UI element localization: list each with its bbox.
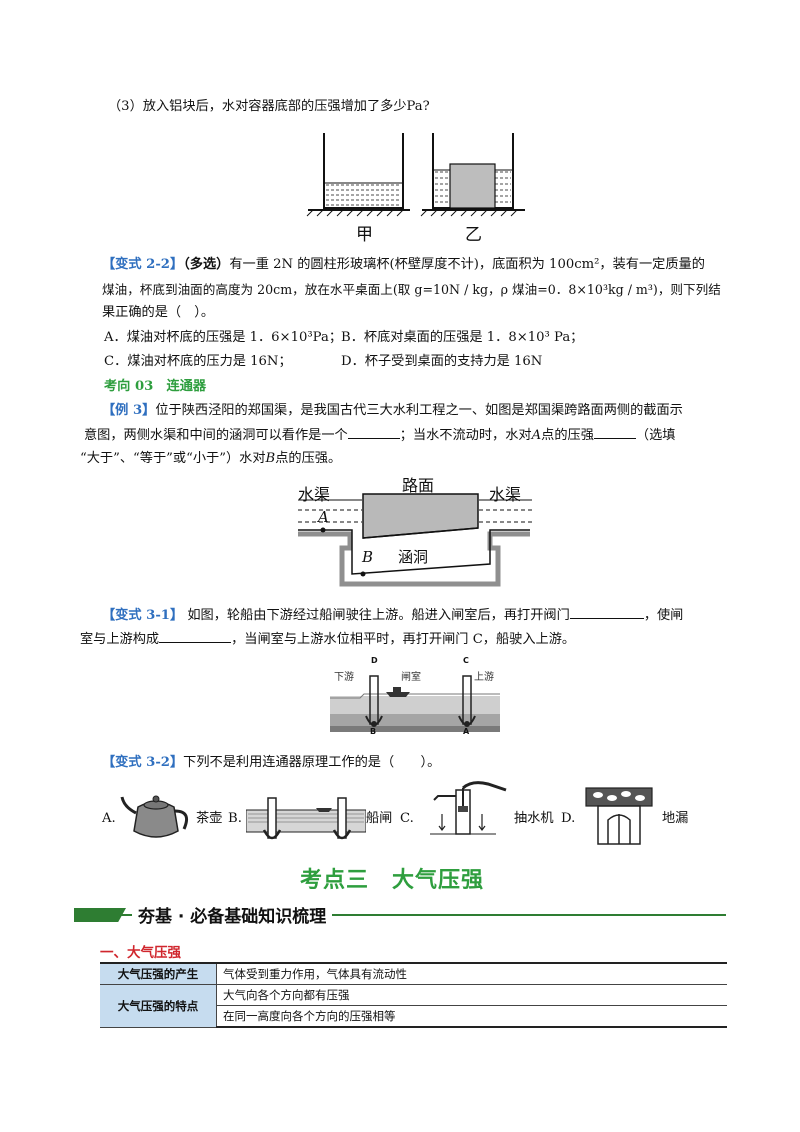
example-tag: 【例 3】 — [102, 403, 156, 418]
table-cell: 在同一高度向各个方向的压强相等 — [216, 1005, 727, 1028]
section-banner: 夯基 · 必备基础知识梳理 — [74, 902, 726, 928]
point-b-ref: B — [265, 451, 276, 466]
subsection-title: 一、大气压强 — [100, 945, 181, 961]
option-b: B．杯底对桌面的压强是 1．8×10³ Pa； — [341, 330, 584, 345]
option-c: C．煤油对杯底的压力是 16N； — [104, 354, 292, 369]
example-3-line3: “大于”、“等于”或“小于”）水对B点的压强。 — [80, 450, 341, 468]
table-cell: 气体受到重力作用，气体具有流动性 — [216, 962, 727, 985]
label-chamber: 闸室 — [401, 672, 421, 683]
direction-code: 考向 03 — [104, 379, 154, 394]
option-a-name: 茶壶 — [196, 811, 223, 826]
variant-3-2-line: 【变式 3-2】下列不是利用连通器原理工作的是（ ）。 — [102, 754, 440, 772]
knowledge-table: 大气压强的产生 气体受到重力作用，气体具有流动性 大气压强的特点 大气向各个方向… — [100, 962, 727, 1028]
label-road: 路面 — [402, 476, 435, 495]
point-a — [320, 527, 326, 533]
label-gate-d: D — [371, 656, 378, 665]
banner-rule — [74, 914, 726, 916]
variant-2-2-line1: 【变式 2-2】（多选）有一重 2N 的圆柱形玻璃杯(杯壁厚度不计)，底面积为 … — [102, 256, 705, 274]
direction-name: 连通器 — [166, 379, 207, 394]
label-jia: 甲 — [356, 225, 373, 245]
option-a-letter: A. — [102, 811, 116, 826]
option-d-name: 地漏 — [662, 811, 689, 826]
table-head-cell: 大气压强的产生 — [100, 962, 217, 985]
label-downstream: 下游 — [334, 672, 354, 683]
text: 点的压强 — [541, 428, 594, 443]
option-b-name: 船闸 — [366, 811, 393, 826]
label-point-b: B — [362, 548, 374, 566]
variant-tag: 【变式 3-1】 — [102, 608, 184, 623]
text: 点的压强。 — [275, 451, 342, 466]
label-valve-a: A — [463, 727, 470, 736]
option-a: A．煤油对杯底的压强是 1．6×10³Pa； — [104, 330, 343, 345]
text: 有一重 2N 的圆柱形玻璃杯(杯壁厚度不计)，底面积为 100cm²，装有一定质… — [229, 257, 705, 272]
label-culvert: 涵洞 — [398, 548, 429, 566]
table-row: 大气压强的特点 大气向各个方向都有压强 — [100, 984, 727, 1028]
text: 室与上游构成 — [80, 632, 160, 647]
answer-blank[interactable] — [569, 606, 644, 619]
label-gate-c: C — [463, 656, 469, 665]
banner-block-icon — [74, 908, 126, 922]
text: 位于陕西泾阳的郑国渠，是我国古代三大水利工程之一、如图是郑国渠跨路面两侧的截面示 — [155, 403, 683, 418]
option-b-letter: B. — [228, 811, 242, 826]
option-d-letter: D. — [561, 811, 576, 826]
answer-blank[interactable] — [593, 426, 636, 439]
point-a-ref: A — [531, 428, 542, 443]
label-yi: 乙 — [465, 225, 482, 245]
table-row: 大气压强的产生 气体受到重力作用，气体具有流动性 — [100, 962, 727, 985]
option-c-letter: C. — [400, 811, 414, 826]
table-cell: 大气向各个方向都有压强 — [216, 984, 727, 1006]
text: ，当闸室与上游水位相平时，再打开闸门 C，船驶入上游。 — [231, 632, 576, 647]
banner-title: 夯基 · 必备基础知识梳理 — [132, 902, 333, 927]
example-3-line1: 【例 3】位于陕西泾阳的郑国渠，是我国古代三大水利工程之一、如图是郑国渠跨路面两… — [102, 402, 683, 420]
answer-blank[interactable] — [159, 630, 232, 643]
ship-lock-icon — [246, 797, 366, 840]
container-figure — [306, 133, 525, 217]
variant-3-1-line2: 室与上游构成 ，当闸室与上游水位相平时，再打开闸门 C，船驶入上游。 — [80, 630, 575, 649]
label-canal-right: 水渠 — [489, 485, 522, 504]
variant-2-2-line3: 果正确的是（ ）。 — [102, 305, 215, 320]
table-row: 在同一高度向各个方向的压强相等 — [100, 1005, 727, 1028]
text: 意图，两侧水渠和中间的涵洞可以看作是一个 — [84, 428, 348, 443]
table-head-cell: 大气压强的特点 — [100, 984, 217, 1028]
option-c-name: 抽水机 — [514, 811, 554, 826]
label-valve-b: B — [370, 727, 377, 736]
water-pump-icon — [430, 781, 507, 835]
text: 下列不是利用连通器原理工作的是（ ）。 — [183, 755, 441, 770]
text: “大于”、“等于”或“小于”）水对 — [80, 451, 266, 466]
variant-2-2-line2: 煤油，杯底到油面的高度为 20cm，放在水平桌面上(取 g=10N / kg，ρ… — [102, 282, 721, 297]
variant-3-1-line1: 【变式 3-1】 如图，轮船由下游经过船闸驶往上游。船进入闸室后，再打开阀门 ，使… — [102, 606, 683, 625]
text: ，使闸 — [643, 608, 684, 623]
text: ；当水不流动时，水对 — [399, 428, 532, 443]
text: 如图，轮船由下游经过船闸驶往上游。船进入闸室后，再打开阀门 — [187, 608, 570, 623]
variant-tag: 【变式 2-2】 — [102, 257, 184, 272]
variant-tag: 【变式 3-2】 — [102, 755, 184, 770]
ship-lock-figure — [330, 675, 500, 732]
multi-select-label: （多选） — [183, 257, 230, 272]
example-3-line2: 意图，两侧水渠和中间的涵洞可以看作是一个 ；当水不流动时，水对A点的压强 （选填 — [84, 426, 675, 445]
answer-blank[interactable] — [347, 426, 400, 439]
section-title: 考点三 大气压强 — [300, 868, 485, 893]
canal-figure — [298, 493, 532, 587]
label-upstream: 上游 — [474, 672, 494, 683]
label-canal-left: 水渠 — [298, 485, 331, 504]
floor-drain-icon — [585, 787, 653, 845]
label-point-a: A — [318, 508, 329, 526]
aluminum-block — [449, 163, 496, 209]
option-d: D．杯子受到桌面的支持力是 16N — [341, 354, 543, 369]
teapot-icon — [120, 795, 188, 838]
point-b — [360, 571, 366, 577]
direction-heading: 考向 03 连通器 — [104, 378, 206, 396]
text: （选填 — [635, 428, 676, 443]
question-3: （3）放入铝块后，水对容器底部的压强增加了多少Pa? — [108, 99, 430, 114]
